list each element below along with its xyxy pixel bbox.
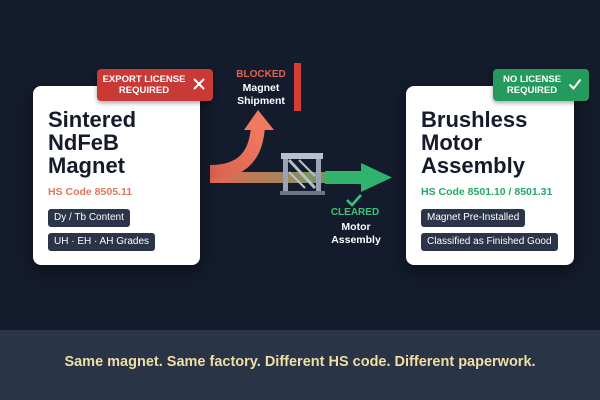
magnet-hs-code: HS Code 8505.11 [48,186,133,198]
footer-caption: Same magnet. Same factory. Different HS … [64,354,536,370]
magnet-card: Sintered NdFeB Magnet HS Code 8505.11 Dy… [33,86,200,265]
blocked-arrowhead [244,110,274,130]
footer-banner: Same magnet. Same factory. Different HS … [0,330,600,400]
label-line: Shipment [237,95,285,107]
title-line: Assembly [421,153,525,178]
badge-line: REQUIRED [118,85,170,96]
motor-card: Brushless Motor Assembly HS Code 8501.10… [406,86,574,265]
cleared-arrowhead [361,163,392,192]
blocked-label: Magnet Shipment [223,82,299,108]
label-line: Motor [341,221,371,233]
gate-icon [280,153,325,195]
flow-diagram [209,63,392,207]
no-license-badge: NO LICENSE REQUIRED [493,69,589,101]
export-license-badge: EXPORT LICENSE REQUIRED [97,69,213,101]
cleared-status: CLEARED [330,207,380,218]
title-line: Sintered [48,107,137,132]
check-icon [568,78,582,91]
label-line: Magnet [242,82,280,94]
title-line: Motor [421,130,483,155]
x-icon [193,78,205,90]
tag-chip: Classified as Finished Good [421,233,558,251]
tag-chip: Dy / Tb Content [48,209,130,227]
blocked-arrow [209,125,265,179]
tag-chip: Magnet Pre-Installed [421,209,526,227]
title-line: Magnet [48,153,125,178]
badge-line: EXPORT LICENSE [102,74,186,85]
title-line: NdFeB [48,130,119,155]
cleared-arrow-shaft [325,171,363,184]
title-line: Brushless [421,107,528,132]
blocked-status: BLOCKED [236,69,286,80]
badge-line: NO LICENSE [502,74,562,85]
cleared-check-icon [346,194,362,207]
cleared-label: Motor Assembly [318,221,394,247]
motor-card-title: Brushless Motor Assembly [421,108,571,177]
badge-line: REQUIRED [506,85,558,96]
magnet-card-title: Sintered NdFeB Magnet [48,108,198,177]
tag-chip: UH · EH · AH Grades [48,233,156,251]
label-line: Assembly [331,234,381,246]
motor-hs-code: HS Code 8501.10 / 8501.31 [421,186,553,198]
block-bar-icon [294,63,301,111]
